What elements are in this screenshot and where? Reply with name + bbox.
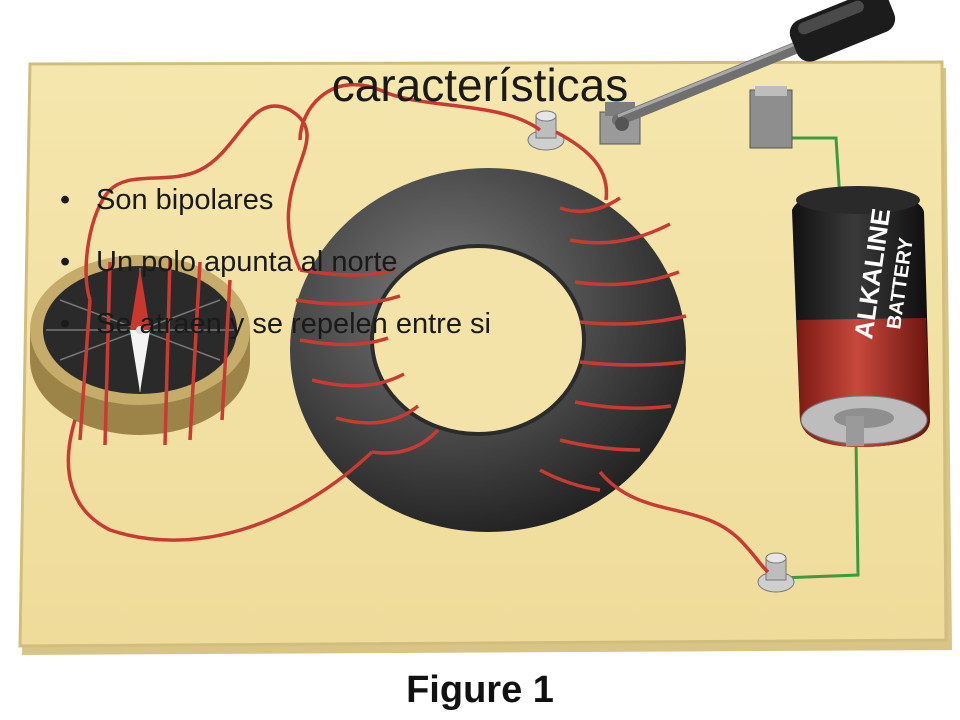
bullet-list: Son bipolares Un polo apunta al norte Se… <box>60 182 491 368</box>
terminal-screw-bottom <box>757 552 795 593</box>
knife-switch <box>599 0 896 149</box>
bullet-item: Se atraen y se repelen entre si <box>60 306 491 368</box>
bullet-item: Un polo apunta al norte <box>60 244 491 306</box>
terminal-screw-top <box>527 110 565 151</box>
green-wire <box>779 136 860 580</box>
figure-caption: Figure 1 <box>406 669 554 711</box>
bullet-item: Son bipolares <box>60 182 491 244</box>
battery: ALKALINE BATTERY <box>792 186 930 448</box>
slide-title: características <box>331 59 629 111</box>
